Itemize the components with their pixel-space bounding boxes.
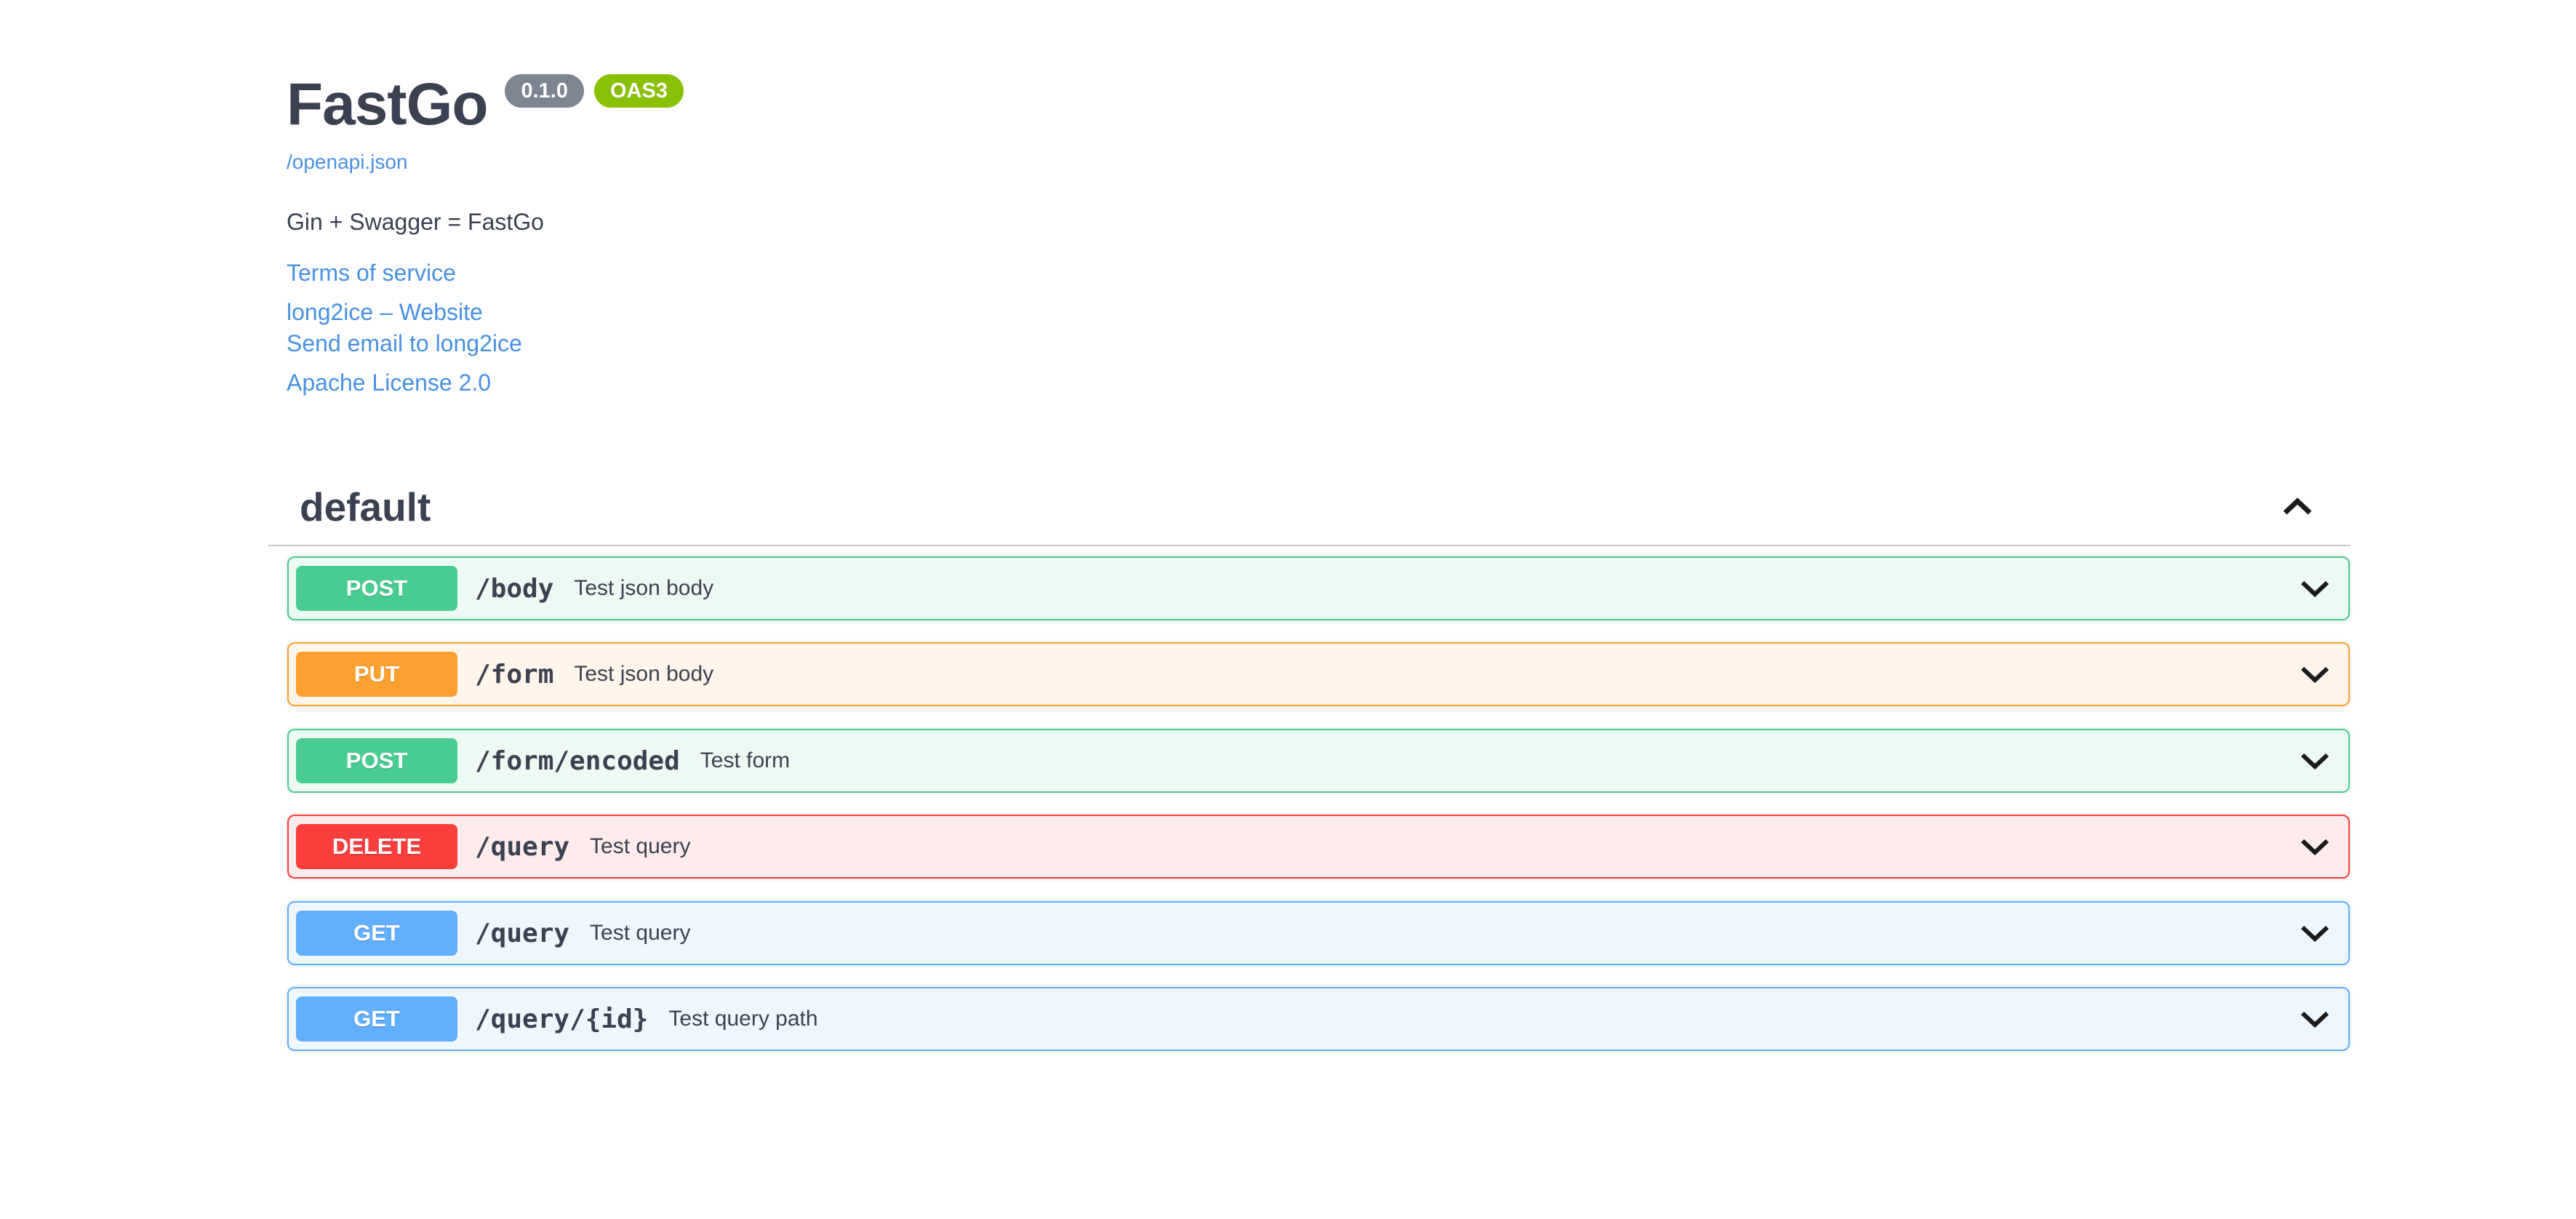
operation-summary: Test form xyxy=(700,748,791,772)
operation-summary: Test query path xyxy=(668,1007,818,1031)
operation-path: /query/{id} xyxy=(475,1004,649,1034)
operation-row[interactable]: DELETE /query Test query xyxy=(287,815,2350,879)
chevron-down-icon[interactable] xyxy=(2300,580,2329,597)
method-badge: PUT xyxy=(296,652,457,697)
license-link[interactable]: Apache License 2.0 xyxy=(287,369,492,396)
tag-section-title: default xyxy=(300,484,431,529)
chevron-down-icon[interactable] xyxy=(2300,924,2329,942)
operation-path: /form xyxy=(475,659,554,690)
operation-summary: Test json body xyxy=(574,662,714,686)
openapi-spec-link[interactable]: /openapi.json xyxy=(287,151,408,173)
version-badge: 0.1.0 xyxy=(505,74,584,108)
api-description: Gin + Swagger = FastGo xyxy=(287,209,544,235)
operation-row[interactable]: GET /query/{id} Test query path xyxy=(287,987,2350,1051)
method-badge: GET xyxy=(296,996,457,1042)
operation-row[interactable]: POST /form/encoded Test form xyxy=(287,729,2350,793)
oas3-badge: OAS3 xyxy=(593,74,684,108)
tag-section-header[interactable]: default xyxy=(268,469,2351,546)
operation-path: /body xyxy=(475,573,554,604)
chevron-down-icon[interactable] xyxy=(2300,666,2329,683)
method-badge: POST xyxy=(296,566,457,611)
operation-path: /form/encoded xyxy=(475,746,680,776)
method-badge: GET xyxy=(296,911,457,956)
operation-path: /query xyxy=(475,918,570,948)
chevron-up-icon xyxy=(2282,497,2313,516)
method-badge: POST xyxy=(296,738,457,783)
operation-row[interactable]: POST /body Test json body xyxy=(287,556,2350,620)
operation-path: /query xyxy=(475,831,570,862)
method-badge: DELETE xyxy=(296,824,457,869)
operation-summary: Test query xyxy=(590,834,691,858)
chevron-down-icon[interactable] xyxy=(2300,752,2329,770)
operation-row[interactable]: GET /query Test query xyxy=(287,901,2350,965)
operation-row[interactable]: PUT /form Test json body xyxy=(287,642,2350,706)
chevron-down-icon[interactable] xyxy=(2300,1010,2329,1028)
api-info-header: FastGo 0.1.0 OAS3 xyxy=(287,70,684,140)
collapse-section-button[interactable] xyxy=(2282,497,2313,516)
page-title: FastGo xyxy=(287,71,488,137)
chevron-down-icon[interactable] xyxy=(2300,838,2329,855)
contact-email-link[interactable]: Send email to long2ice xyxy=(287,330,522,356)
terms-of-service-link[interactable]: Terms of service xyxy=(287,260,456,286)
operation-summary: Test json body xyxy=(574,576,714,600)
contact-website-link[interactable]: long2ice – Website xyxy=(287,299,483,325)
operation-summary: Test query xyxy=(590,921,691,945)
